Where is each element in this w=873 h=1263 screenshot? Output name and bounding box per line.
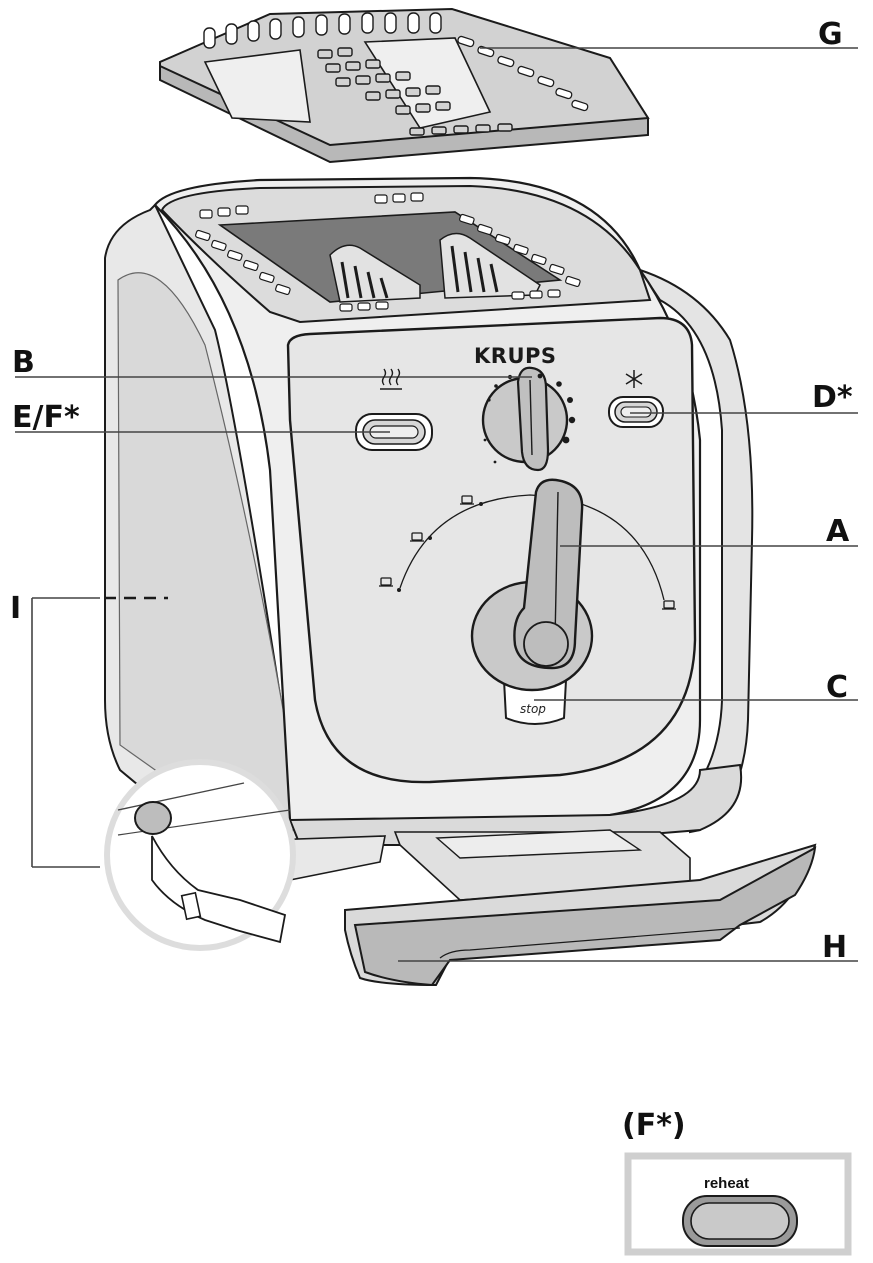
browning-control-dial[interactable] [481, 366, 576, 472]
steam-icon [380, 368, 402, 390]
toast-icon [379, 495, 676, 610]
inset-title: (F*) [622, 1108, 686, 1143]
inset-reheat-button[interactable] [682, 1195, 798, 1247]
stop-button[interactable]: stop [502, 679, 568, 725]
callout-i: I [10, 591, 21, 626]
reheat-button[interactable] [355, 413, 433, 451]
defrost-button[interactable] [608, 396, 664, 428]
callout-g: G [818, 17, 843, 52]
callout-a: A [826, 514, 850, 549]
cord-storage-detail [104, 759, 296, 951]
callout-b: B [12, 345, 35, 380]
inset-reheat-label: reheat [704, 1175, 749, 1192]
snowflake-icon [625, 370, 643, 388]
callout-d: D* [812, 380, 853, 415]
callout-ef: E/F* [12, 400, 80, 435]
browning-scale-arc [399, 494, 665, 601]
toast-lever[interactable] [470, 478, 594, 692]
slot-cover-lid [159, 7, 650, 164]
browning-level-dots [483, 373, 576, 464]
crumb-tray[interactable] [344, 829, 817, 987]
toaster-body [104, 176, 754, 887]
stop-label: stop [520, 702, 546, 716]
brand-logo: KRUPS [474, 344, 557, 368]
callout-h: H [822, 930, 847, 965]
callout-c: C [826, 670, 848, 705]
